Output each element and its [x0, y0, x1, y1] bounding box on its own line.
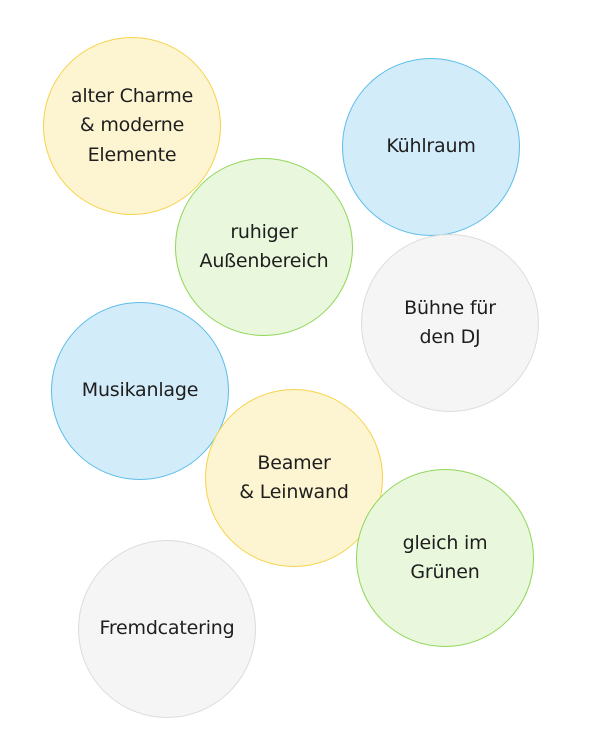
feature-bubble-projector: Beamer & Leinwand — [205, 389, 383, 567]
feature-label: Musikanlage — [81, 379, 199, 402]
feature-label: Bühne für den DJ — [404, 296, 496, 348]
feature-bubble-outdoor: ruhiger Außenbereich — [175, 158, 353, 336]
feature-label: ruhiger Außenbereich — [199, 220, 329, 272]
feature-label: gleich im Grünen — [402, 531, 488, 583]
feature-bubble-dj-stage: Bühne für den DJ — [361, 234, 539, 412]
feature-bubble-cold-room: Kühlraum — [342, 58, 520, 236]
feature-bubble-music: Musikanlage — [51, 302, 229, 480]
feature-label: alter Charme & moderne Elemente — [70, 84, 194, 166]
feature-bubble-nature: gleich im Grünen — [356, 469, 534, 647]
feature-label: Beamer & Leinwand — [239, 451, 349, 503]
feature-bubble-catering: Fremdcatering — [78, 540, 256, 718]
feature-label: Fremdcatering — [99, 617, 235, 640]
feature-label: Kühlraum — [386, 135, 476, 158]
feature-bubble-charm: alter Charme & moderne Elemente — [43, 37, 221, 215]
